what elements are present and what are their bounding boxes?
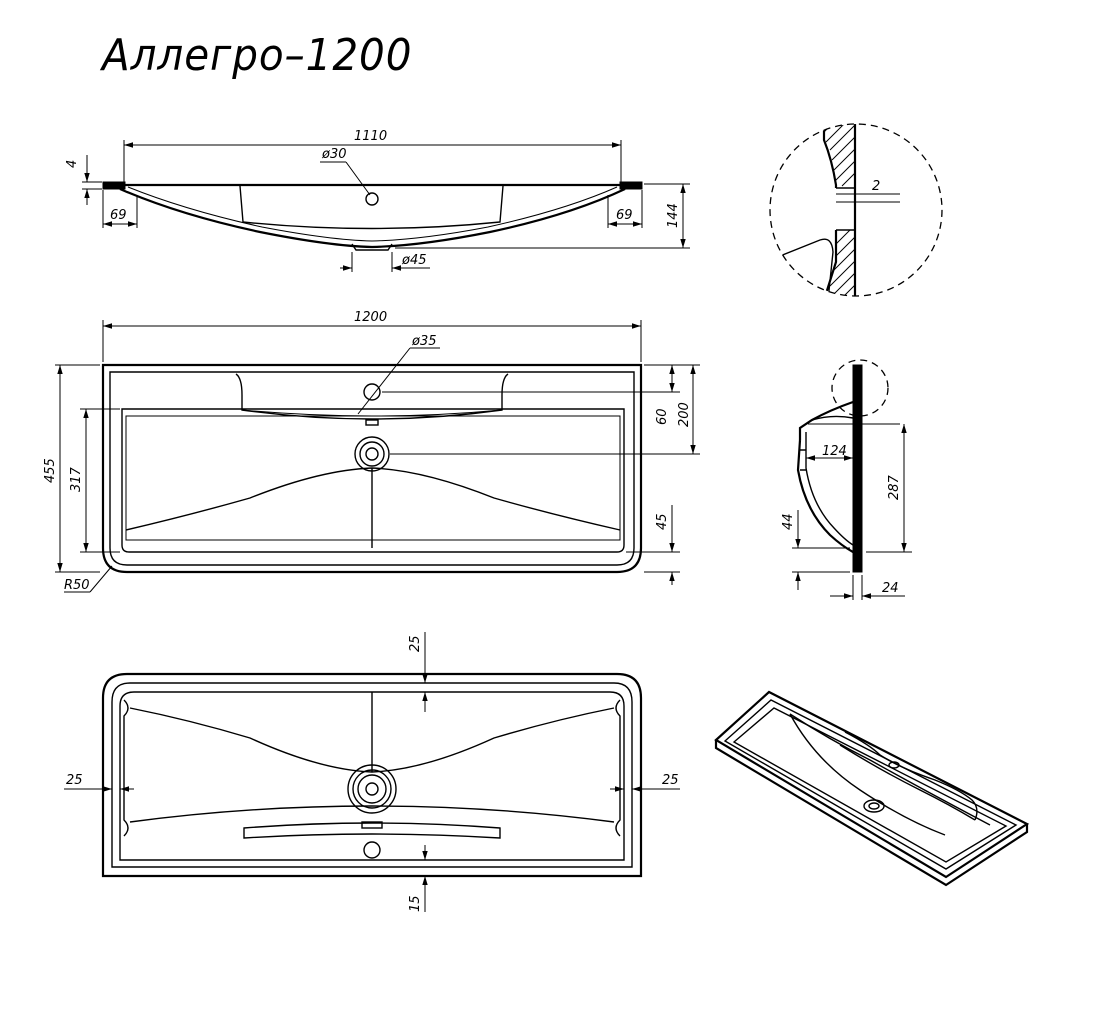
dim-front-hole: ø30 [321,147,347,162]
side-section-view: 124 287 44 24 [781,359,912,600]
dim-side-c: 44 [781,513,796,530]
dim-top-b: 200 [677,402,692,427]
dim-top-width: 1200 [354,310,387,325]
dim-top-a: 60 [655,408,670,425]
front-view: 1110 4 ø30 69 69 144 [65,129,690,272]
dim-side-a: 124 [822,444,847,459]
dim-front-side-left: 69 [110,208,127,223]
dim-top-radius: R50 [64,578,90,593]
dim-detail-wall: 2 [872,179,880,194]
dim-front-lip: 4 [65,160,80,168]
dim-front-side-right: 69 [616,208,633,223]
dim-front-width: 1110 [354,129,387,144]
dim-bottom-left: 25 [66,773,83,788]
dim-bottom-top: 25 [408,635,423,652]
dim-top-c: 45 [655,513,670,530]
isometric-view [714,690,1030,887]
drawing-title: Аллегро–1200 [102,30,413,81]
dim-side-d: 24 [882,581,899,596]
dim-top-inner: 317 [69,466,84,492]
dim-side-b: 287 [887,474,902,500]
bottom-view: 25 25 25 15 [64,632,680,912]
detail-view: 2 [769,123,943,297]
dim-bottom-bottom: 15 [408,895,423,912]
dim-top-hole: ø35 [411,334,437,349]
dim-top-depth: 455 [43,458,58,483]
dim-bottom-right: 25 [662,773,679,788]
dim-front-height: 144 [666,203,681,228]
dim-front-drain: ø45 [401,253,427,268]
top-view: 1200 ø35 455 317 200 60 [43,310,700,593]
